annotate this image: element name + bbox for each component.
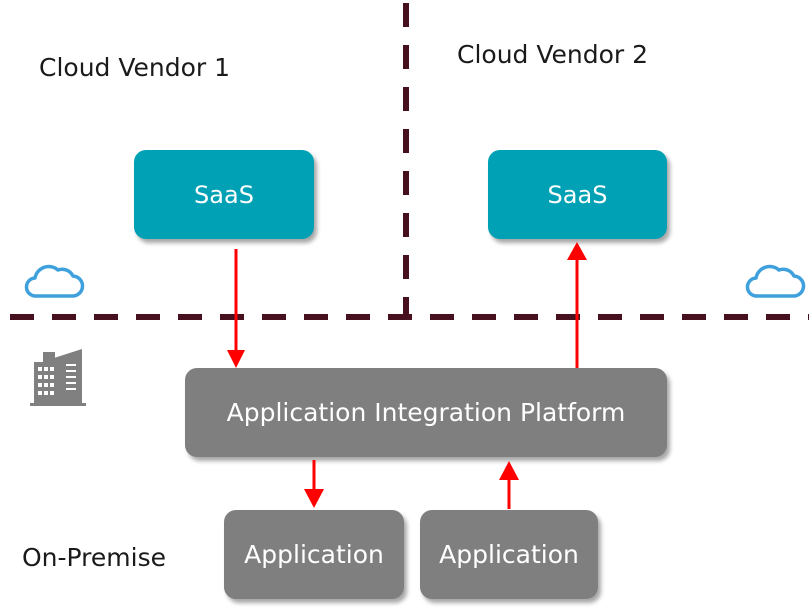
building-icon <box>30 349 86 406</box>
integration-platform-label: Application Integration Platform <box>226 398 626 427</box>
application-node-label: Application <box>439 540 579 569</box>
arrow-platform-to-app1 <box>304 460 324 508</box>
application-node-1: Application <box>224 510 404 599</box>
cloud-vendor-1-label: Cloud Vendor 1 <box>39 53 231 82</box>
saas-node-label: SaaS <box>194 180 254 209</box>
cloud-vendor-2-label: Cloud Vendor 2 <box>457 40 649 69</box>
arrow-platform-to-saas2 <box>567 242 587 368</box>
saas-node-vendor-2: SaaS <box>488 150 667 239</box>
application-node-2: Application <box>420 510 598 599</box>
on-premise-label: On-Premise <box>22 543 166 572</box>
arrow-app2-to-platform <box>499 461 519 509</box>
application-node-label: Application <box>244 540 384 569</box>
arrow-saas1-to-platform <box>227 249 245 368</box>
cloud-icon <box>745 264 806 298</box>
cloud-icon <box>24 264 85 298</box>
saas-node-vendor-1: SaaS <box>134 150 314 239</box>
integration-platform-node: Application Integration Platform <box>185 368 667 457</box>
saas-node-label: SaaS <box>547 180 608 209</box>
